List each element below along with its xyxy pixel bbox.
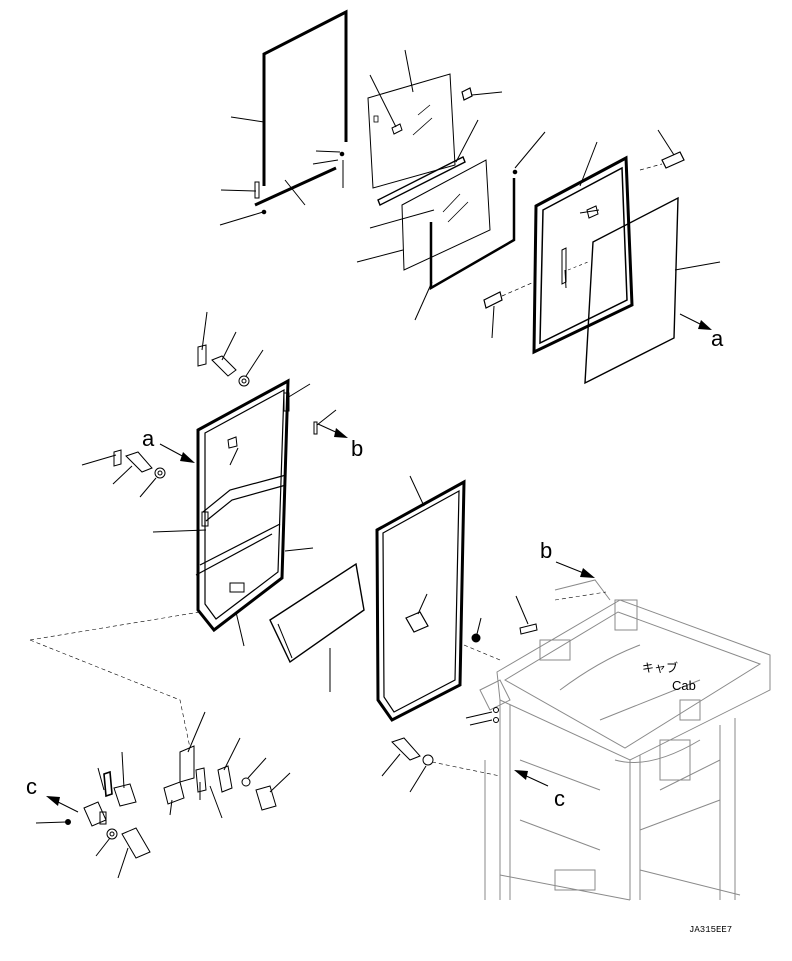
upper-sliding-glass	[367, 73, 473, 206]
upper-door-frame	[483, 151, 685, 355]
leader-lines-glass	[356, 49, 546, 321]
upper-glass-sheet	[584, 196, 679, 385]
door-bolt-hardware	[113, 344, 318, 479]
arrow-to-view-c-right	[514, 770, 549, 787]
arrow-to-view-a-left	[159, 443, 195, 463]
pin-and-nut	[471, 595, 538, 643]
lower-door-panel	[269, 562, 365, 692]
latch-hardware	[65, 745, 277, 859]
view-b-upper-label: b	[351, 436, 363, 461]
tall-glass-seal	[375, 479, 466, 722]
leader-lines-tall-glass	[409, 475, 428, 615]
cab-structure	[479, 579, 771, 901]
assembly-dashed-lines	[29, 591, 607, 777]
view-b-lower-label: b	[540, 538, 552, 563]
leader-lines-frame	[491, 129, 721, 339]
arrow-to-view-c-left	[46, 796, 79, 813]
cab-label: キャブ Cab	[642, 660, 696, 693]
view-a-left-label: a	[142, 426, 155, 451]
leader-lines-door	[81, 311, 337, 647]
view-a-top-label: a	[711, 326, 724, 351]
drawing-code: JA315EE7	[689, 925, 732, 935]
leader-lines-latch	[35, 711, 291, 879]
lower-door-frame	[195, 378, 290, 633]
arrow-to-view-a-top	[679, 313, 712, 330]
view-c-left-label: c	[26, 774, 37, 799]
cab-screws	[381, 707, 499, 793]
leader-lines-seal	[219, 116, 341, 226]
view-c-right-label: c	[554, 786, 565, 811]
arrow-to-view-b-upper	[317, 423, 348, 438]
arrow-to-view-b-lower	[555, 561, 595, 578]
upper-door-seal-strip	[254, 9, 348, 215]
cab-label-japanese: キャブ	[642, 660, 678, 675]
lower-sliding-glass	[401, 159, 518, 291]
cab-label-english: Cab	[672, 678, 696, 693]
